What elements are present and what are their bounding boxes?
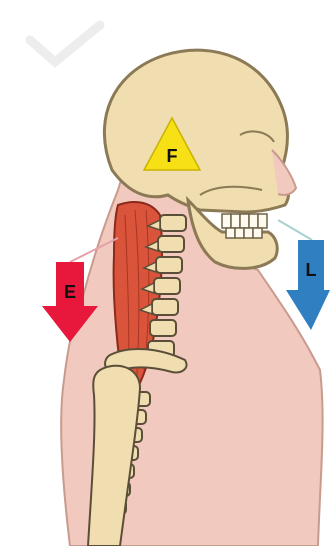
skull bbox=[104, 50, 288, 212]
teeth bbox=[222, 214, 267, 238]
fulcrum-label: F bbox=[167, 146, 178, 166]
load-force-label: L bbox=[306, 260, 317, 280]
extensor-force-label: E bbox=[64, 282, 76, 302]
load-force-line bbox=[278, 220, 312, 240]
load-force-arrow-icon bbox=[286, 240, 330, 330]
watermark-logo bbox=[30, 25, 100, 62]
